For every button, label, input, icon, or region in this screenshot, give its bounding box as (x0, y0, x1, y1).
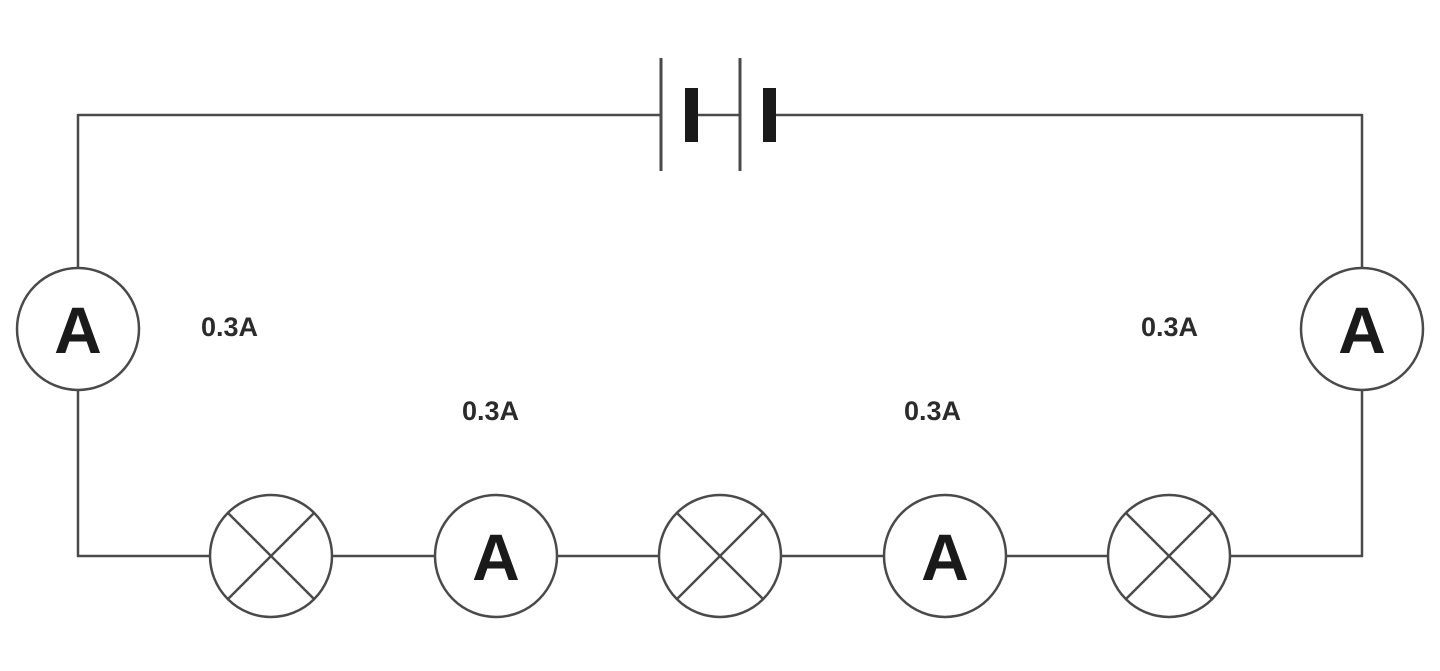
ammeter-bottom-1: A (433, 493, 559, 619)
reading-bottom-2: 0.3A (904, 396, 961, 426)
lamp-2-cross-b (676, 512, 764, 600)
ammeter-right: A (1299, 266, 1425, 392)
reading-right: 0.3A (1141, 312, 1198, 342)
ammeter-left-ring (15, 266, 141, 392)
cell-2-short-plate (763, 88, 776, 142)
reading-bottom-1: 0.3A (462, 396, 519, 426)
reading-left: 0.3A (201, 312, 258, 342)
ammeter-left: A (15, 266, 141, 392)
lamp-1-cross-b (227, 512, 315, 600)
lamp-3-cross-b (1125, 512, 1213, 600)
lamp-2 (657, 493, 783, 619)
ammeter-bottom-2-symbol: A (921, 520, 969, 594)
ammeter-right-ring (1299, 266, 1425, 392)
ammeter-right-symbol: A (1338, 293, 1386, 367)
lamp-3 (1106, 493, 1232, 619)
ammeter-left-symbol: A (54, 293, 102, 367)
ammeter-bottom-1-ring (433, 493, 559, 619)
cell-1-short-plate (685, 88, 698, 142)
ammeter-bottom-2-ring (882, 493, 1008, 619)
battery-symbol (659, 58, 776, 171)
lamp-1 (208, 493, 334, 619)
ammeter-bottom-2: A (882, 493, 1008, 619)
circuit-wires (76, 113, 1364, 558)
ammeter-bottom-1-symbol: A (472, 520, 520, 594)
